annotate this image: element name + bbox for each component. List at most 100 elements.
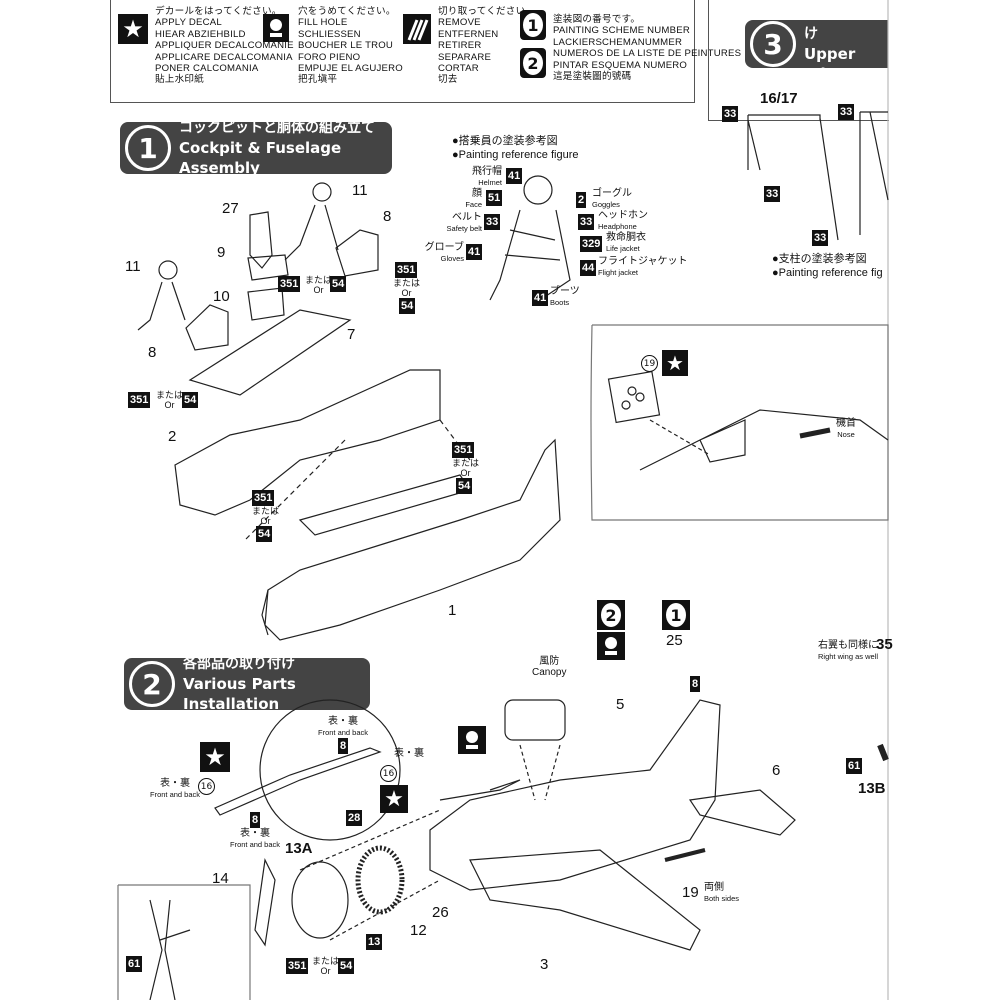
strut-ref-heading-en: ●Painting reference fig [772, 267, 883, 279]
legend-box [110, 0, 695, 103]
part-number: 3 [540, 956, 549, 973]
paint-code: 8 [690, 676, 701, 692]
paint-code: 8 [338, 738, 349, 754]
part-number: 8 [148, 344, 157, 361]
part-number: 25 [666, 632, 683, 649]
paint-code: 351 [395, 262, 418, 278]
paint-code: 41 [506, 168, 523, 184]
part-number: 35 [876, 636, 893, 653]
paint-code: 41 [466, 244, 483, 260]
paint-code: 13 [366, 934, 383, 950]
paint-code: 28 [346, 810, 363, 826]
paint-code: 33 [838, 104, 855, 120]
part-number: 1 [448, 602, 457, 619]
part-number: 19 [682, 884, 699, 901]
scheme-1-icon: 1 [520, 10, 546, 40]
paint-code: 54 [256, 526, 273, 542]
part-number: 7 [347, 326, 356, 343]
paint-code: 33 [812, 230, 829, 246]
paint-code: 329 [580, 236, 603, 252]
part-number: 10 [213, 288, 230, 305]
crew-ref-heading-jp: ●搭乗員の塗装参考図 [452, 135, 558, 147]
part-number: 11 [125, 258, 141, 275]
paint-code: 41 [532, 290, 549, 306]
star-icon: ★ [200, 742, 230, 772]
decal-number: 16 [198, 778, 215, 795]
paint-code: 33 [764, 186, 781, 202]
paint-code: 351 [452, 442, 475, 458]
fill-hole-icon [597, 632, 625, 660]
part-number: 13A [285, 840, 313, 857]
star-icon: ★ [118, 14, 148, 44]
part-number: 14 [212, 870, 229, 887]
part-number: 9 [217, 244, 226, 261]
paint-code: 61 [846, 758, 863, 774]
star-icon: ★ [662, 350, 688, 376]
part-number: 26 [432, 904, 449, 921]
part-number: 12 [410, 922, 427, 939]
paint-code: 54 [182, 392, 199, 408]
front-back-label: 表・裏 [394, 748, 424, 759]
fill-hole-icon [458, 726, 486, 754]
part-number: 16/17 [760, 90, 798, 107]
paint-code: 54 [399, 298, 416, 314]
paint-code: 54 [456, 478, 473, 494]
paint-code: 61 [126, 956, 143, 972]
paint-code: 351 [278, 276, 301, 292]
part-number: 6 [772, 762, 781, 779]
paint-code: 8 [250, 812, 261, 828]
paint-code: 33 [578, 214, 595, 230]
scheme-2-icon: 2 [520, 48, 546, 78]
fill-hole-icon [263, 14, 289, 42]
strut-ref-heading-jp: ●支柱の塗装参考図 [772, 253, 867, 265]
paint-code: 54 [338, 958, 355, 974]
paint-code: 351 [286, 958, 309, 974]
decal-number: 19 [641, 355, 658, 372]
decal-number: 16 [380, 765, 397, 782]
step3-frame [708, 0, 889, 121]
paint-code: 54 [330, 276, 347, 292]
scheme-2-icon: 2 [597, 600, 625, 630]
part-number: 2 [168, 428, 177, 445]
paint-code: 2 [576, 192, 587, 208]
part-number: 5 [616, 696, 625, 713]
crew-ref-heading-en: ●Painting reference figure [452, 149, 579, 161]
scheme-1-icon: 1 [662, 600, 690, 630]
paint-code: 351 [252, 490, 275, 506]
part-number: 11 [352, 182, 368, 199]
part-number: 13B [858, 780, 886, 797]
remove-icon [403, 14, 431, 44]
star-icon: ★ [380, 785, 408, 813]
part-number: 27 [222, 200, 239, 217]
